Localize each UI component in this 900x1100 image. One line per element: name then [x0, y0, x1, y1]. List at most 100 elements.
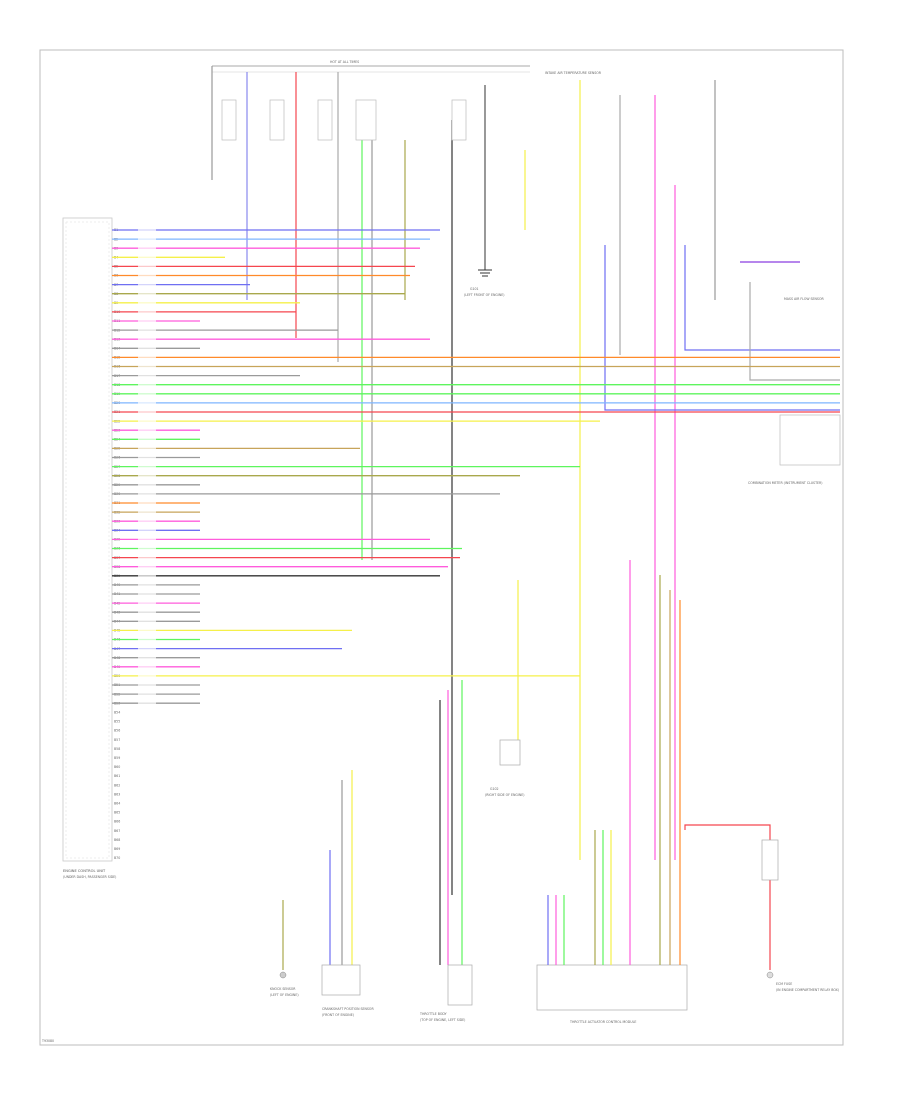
wire-label-box: [138, 309, 156, 314]
ecu-pin-label: B59: [114, 756, 120, 760]
wire-label-box: [138, 655, 156, 660]
ecu-pin-label: B58: [114, 747, 120, 751]
wire-label-box: [138, 601, 156, 605]
wire-label-box: [138, 683, 156, 687]
wire-label-box: [138, 391, 156, 396]
wire-label-box: [138, 528, 156, 532]
wire-label-box: [138, 319, 156, 323]
svg-text:(RIGHT SIDE OF ENGINE): (RIGHT SIDE OF ENGINE): [485, 793, 524, 797]
wire-label-box: [138, 255, 156, 259]
wire-label-box: [138, 510, 156, 514]
wire-label-box: [138, 428, 156, 432]
svg-text:G102: G102: [490, 787, 499, 791]
wire-label-box: [138, 692, 156, 696]
wire-label-box: [138, 646, 156, 650]
wire-label-box: [138, 237, 156, 241]
ecu-pin-labels: B1B2B3B4B5B6B7B8B9B10B11B12B13B14B15B16B…: [114, 228, 120, 860]
wire-label-box: [138, 664, 156, 669]
wire-label-box: [138, 673, 156, 678]
top-vertical-wires: [211, 66, 526, 895]
bottom-throttle-body: THROTTLE BODY (TOP OF ENGINE, LEFT SIDE): [419, 680, 473, 1022]
svg-text:G101: G101: [470, 287, 479, 291]
ecu-connector-inner: [65, 221, 110, 859]
ground-g101: G101 (LEFT FRONT OF ENGINE): [464, 250, 504, 297]
ecu-pin-label: B67: [114, 829, 120, 833]
wire-label-box: [138, 573, 156, 578]
ecu-harness-wires: [112, 228, 840, 705]
wire-label-box: [138, 619, 156, 623]
throttle-module-label: THROTTLE ACTUATOR CONTROL MODULE: [569, 1020, 636, 1024]
svg-text:THROTTLE BODY: THROTTLE BODY: [419, 1012, 447, 1016]
throttle-module-wires: [547, 560, 681, 965]
wire-label-box: [138, 546, 156, 550]
wire-label-box: [138, 628, 156, 632]
ecu-pin-label: B66: [114, 820, 120, 824]
ecu-pin-label: B62: [114, 783, 120, 787]
wire-label-box: [138, 592, 156, 596]
wire-label-box: [138, 382, 156, 387]
ecu-caption-sub: (UNDER DASH, PASSENGER SIDE): [63, 875, 116, 879]
maf-label: MASS AIR FLOW SENSOR: [784, 297, 824, 301]
diagram-code: T93080: [41, 1039, 54, 1043]
wire-label-box: [138, 482, 156, 487]
wire-label-box: [138, 264, 156, 268]
wire-label-box: [138, 346, 156, 350]
wire-label-box: [138, 228, 156, 232]
wire-label-box: [138, 437, 156, 441]
svg-text:(TOP OF ENGINE, LEFT SIDE): (TOP OF ENGINE, LEFT SIDE): [420, 1018, 465, 1022]
ecu-pin-label: B61: [114, 774, 120, 778]
svg-text:(FRONT OF ENGINE): (FRONT OF ENGINE): [322, 1013, 354, 1017]
svg-text:CRANKSHAFT POSITION SENSOR: CRANKSHAFT POSITION SENSOR: [322, 1007, 374, 1011]
wire-label-box: [138, 355, 156, 359]
wire-label-box: [138, 501, 156, 505]
wire-label-box: [138, 328, 156, 332]
wire-label-box: [138, 273, 156, 277]
wire-label-box: [138, 537, 156, 541]
wire-label-box: [138, 282, 156, 286]
top-components: [221, 99, 467, 141]
ecu-connector-block: [62, 217, 113, 862]
wire-label-box: [138, 373, 156, 377]
wire-label-box: [138, 291, 156, 296]
svg-text:(LEFT OF ENGINE): (LEFT OF ENGINE): [270, 993, 299, 997]
wire-label-box: [138, 419, 156, 423]
top-bus-label: HOT AT ALL TIMES: [330, 60, 359, 64]
bottom-sensor-left: KNOCK SENSOR (LEFT OF ENGINE): [270, 900, 299, 997]
svg-text:(IN ENGINE COMPARTMENT RELAY B: (IN ENGINE COMPARTMENT RELAY BOX): [776, 988, 839, 992]
wire-label-box: [138, 455, 156, 459]
wire-label-box: [138, 701, 156, 705]
ecu-pin-label: B55: [114, 720, 120, 724]
wire-label-box: [138, 464, 156, 468]
wire-label-box: [138, 637, 156, 641]
ecu-pin-label: B65: [114, 811, 120, 815]
wire-label-box: [138, 246, 156, 250]
ecu-caption: ENGINE CONTROL UNIT: [63, 869, 106, 873]
wire-label-box: [138, 400, 156, 405]
wire-label-box: [138, 337, 156, 341]
ecu-pin-label: B64: [114, 802, 120, 806]
wire-label-box: [138, 410, 156, 414]
ecu-pin-label: B69: [114, 847, 120, 851]
wire-label-box: [138, 473, 156, 478]
combination-meter-label: COMBINATION METER (INSTRUMENT CLUSTER): [748, 481, 823, 485]
throttle-module-box: [536, 964, 688, 1011]
ecu-pin-label: B68: [114, 838, 120, 842]
wire-label-box: [138, 582, 156, 587]
wire-label-box: [138, 610, 156, 614]
knock-sensor: G102 (RIGHT SIDE OF ENGINE): [485, 580, 524, 797]
ecu-pin-label: B60: [114, 765, 120, 769]
svg-text:(LEFT FRONT OF ENGINE): (LEFT FRONT OF ENGINE): [464, 293, 504, 297]
wire-label-box: [138, 446, 156, 450]
wire-label-box: [138, 519, 156, 523]
wire-label-box: [138, 555, 156, 559]
wire-label-box: [138, 300, 156, 305]
svg-text:ECM FUSE: ECM FUSE: [776, 982, 792, 986]
ecu-pin-label: B57: [114, 738, 120, 742]
ecu-pin-label: B56: [114, 729, 120, 733]
wire-label-box: [138, 364, 156, 368]
iat-label: INTAKE AIR TEMPERATURE SENSOR: [545, 71, 602, 75]
bottom-sensor-crank: CRANKSHAFT POSITION SENSOR (FRONT OF ENG…: [321, 770, 374, 1017]
svg-text:KNOCK SENSOR: KNOCK SENSOR: [270, 987, 296, 991]
right-top-wires: [579, 80, 840, 860]
